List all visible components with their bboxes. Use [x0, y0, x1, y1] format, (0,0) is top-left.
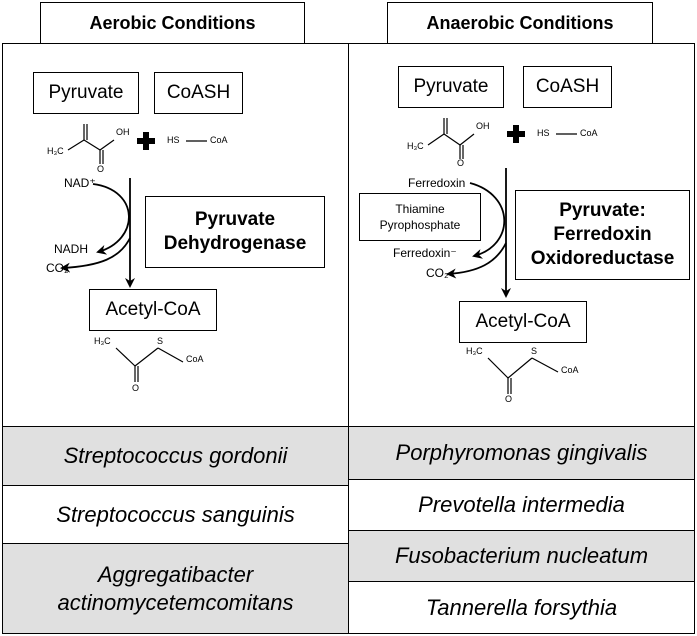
anaerobic-acetyl-s: S — [531, 346, 538, 356]
anaerobic-organism-2: Prevotella intermedia — [418, 492, 625, 517]
aerobic-acetylcoa-box: Acetyl-CoA — [89, 289, 217, 331]
anaerobic-tpp-line2: Pyrophosphate — [379, 218, 461, 232]
aerobic-nad-label: NAD⁺ — [64, 176, 96, 190]
aerobic-organism-2: Streptococcus sanguinis — [56, 501, 295, 527]
aerobic-organism-3: Aggregatibacter actinomycetemcomitans — [57, 561, 294, 615]
aerobic-co2-arrow — [60, 237, 131, 273]
aerobic-organism-1: Streptococcus gordonii — [63, 443, 288, 468]
aerobic-organism-row: Aggregatibacter actinomycetemcomitans — [2, 543, 349, 634]
aerobic-pyruvate-oh: OH — [116, 127, 130, 137]
anaerobic-coash-label: CoASH — [535, 76, 600, 97]
aerobic-acetylcoa-structure — [115, 347, 184, 382]
aerobic-enzyme-line2: Dehydrogenase — [163, 233, 307, 254]
anaerobic-pyruvate-oh: OH — [476, 121, 490, 131]
anaerobic-organism-row: Porphyromonas gingivalis — [348, 426, 695, 480]
anaerobic-acetylcoa-box: Acetyl-CoA — [459, 301, 587, 343]
aerobic-nadh-label: NADH — [54, 242, 89, 256]
aerobic-acetyl-coa: CoA — [186, 354, 204, 364]
anaerobic-enzyme-line2: Ferredoxin — [553, 224, 652, 245]
anaerobic-organism-row: Tannerella forsythia — [348, 581, 695, 634]
aerobic-acetyl-h3c: H₃C — [94, 336, 111, 346]
anaerobic-plus-icon — [507, 125, 525, 143]
anaerobic-coa: CoA — [580, 128, 598, 138]
aerobic-coash-label: CoASH — [166, 82, 231, 103]
anaerobic-acetylcoa-label: Acetyl-CoA — [475, 311, 571, 332]
anaerobic-organism-1: Porphyromonas gingivalis — [395, 440, 648, 465]
anaerobic-acetyl-h3c: H₃C — [466, 346, 483, 356]
aerobic-plus-icon — [137, 132, 155, 150]
anaerobic-pyruvate-h3c: H₃C — [407, 141, 424, 151]
aerobic-pyruvate-structure — [67, 124, 115, 164]
aerobic-title: Aerobic Conditions — [89, 12, 256, 33]
aerobic-organism-row: Streptococcus sanguinis — [2, 485, 349, 544]
anaerobic-co2-label: CO₂ — [426, 266, 449, 280]
aerobic-enzyme-line1: Pyruvate — [194, 209, 276, 230]
anaerobic-ferredoxin-reduced-label: Ferredoxin⁻ — [393, 246, 457, 260]
anaerobic-co2-arrow — [446, 242, 507, 279]
anaerobic-ferredoxin-arrow — [469, 182, 506, 259]
anaerobic-enzyme-box: Pyruvate: Ferredoxin Oxidoreductase — [515, 190, 690, 280]
anaerobic-title: Anaerobic Conditions — [426, 12, 614, 33]
aerobic-acetylcoa-label: Acetyl-CoA — [105, 299, 201, 320]
anaerobic-pyruvate-label: Pyruvate — [413, 76, 489, 97]
aerobic-coa: CoA — [210, 135, 228, 145]
aerobic-coash-box: CoASH — [154, 72, 243, 114]
aerobic-header-tab: Aerobic Conditions — [40, 2, 305, 44]
aerobic-pyruvate-label: Pyruvate — [48, 82, 124, 103]
anaerobic-pyruvate-box: Pyruvate — [398, 66, 504, 108]
aerobic-acetyl-s: S — [157, 336, 164, 346]
anaerobic-hs: HS — [537, 128, 550, 138]
anaerobic-tpp-box: Thiamine Pyrophosphate — [359, 193, 481, 241]
anaerobic-ferredoxin-label: Ferredoxin — [408, 176, 466, 190]
aerobic-pyruvate-box: Pyruvate — [33, 72, 139, 114]
anaerobic-organism-row: Fusobacterium nucleatum — [348, 530, 695, 582]
anaerobic-enzyme-line1: Pyruvate: — [559, 200, 646, 221]
aerobic-pyruvate-o: O — [97, 164, 105, 174]
anaerobic-acetyl-o: O — [505, 394, 513, 404]
anaerobic-organism-row: Prevotella intermedia — [348, 479, 695, 531]
aerobic-acetyl-o: O — [132, 383, 140, 393]
anaerobic-organism-3: Fusobacterium nucleatum — [394, 543, 649, 568]
aerobic-nad-arrow — [92, 183, 130, 255]
anaerobic-organism-4: Tannerella forsythia — [425, 594, 618, 620]
anaerobic-acetylcoa-structure — [487, 357, 559, 394]
anaerobic-enzyme-line3: Oxidoreductase — [530, 248, 675, 269]
aerobic-pyruvate-h3c: H₃C — [47, 146, 64, 156]
anaerobic-coash-box: CoASH — [523, 66, 612, 108]
anaerobic-acetyl-coa: CoA — [561, 365, 579, 375]
anaerobic-pyruvate-structure — [427, 118, 475, 159]
anaerobic-tpp-line1: Thiamine — [395, 202, 445, 216]
aerobic-enzyme-box: Pyruvate Dehydrogenase — [145, 196, 325, 268]
aerobic-hs: HS — [167, 135, 180, 145]
anaerobic-pyruvate-o: O — [457, 158, 465, 168]
aerobic-organism-row: Streptococcus gordonii — [2, 426, 349, 486]
aerobic-co2-label: CO₂ — [46, 261, 69, 275]
